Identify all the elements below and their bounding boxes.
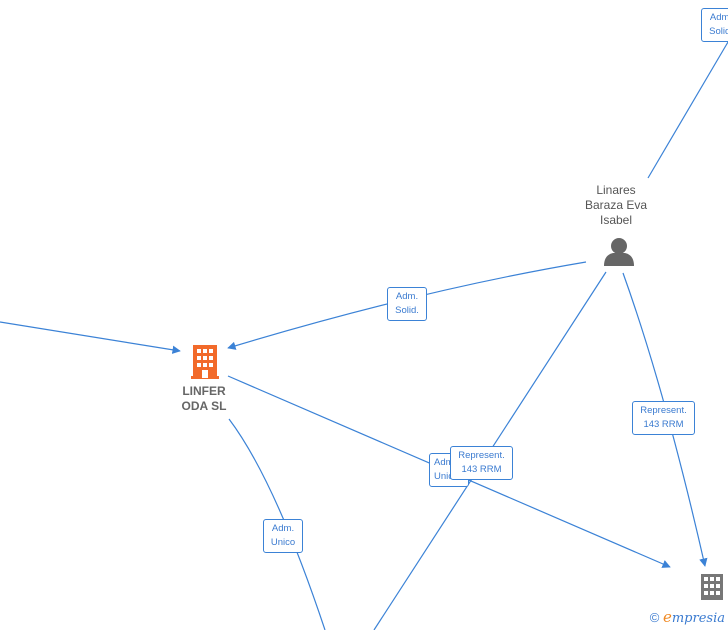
brand-name: mpresia — [671, 611, 725, 626]
brand-e: e — [662, 608, 672, 626]
edge-label-line: Unico — [434, 471, 459, 482]
building-icon[interactable] — [701, 574, 723, 600]
person-icon[interactable] — [604, 238, 634, 266]
edge-left-to-main — [0, 321, 181, 354]
copyright-icon: © — [649, 610, 660, 625]
person-name-line: Isabel — [599, 213, 633, 227]
building-icon[interactable] — [191, 345, 219, 379]
edge-label-person-to-main[interactable]: Adm. Solid. — [387, 287, 427, 321]
person-name-line: Baraza Eva — [584, 198, 648, 212]
company-node-label[interactable]: LINFER ODA SL — [164, 384, 244, 414]
edge-label-line: Solid. — [709, 26, 728, 37]
edge-label-main-bottom[interactable]: Adm. Unico — [263, 519, 303, 553]
edge-label-line: 143 RRM — [643, 419, 684, 430]
person-node-label[interactable]: Linares Baraza Eva Isabel — [571, 183, 661, 228]
edge-label-line: Solid. — [395, 305, 419, 316]
company-name-line: LINFER — [182, 384, 226, 398]
edge-label-line: Adm. — [709, 12, 728, 23]
edge-label-person-to-right[interactable]: Represent. 143 RRM — [632, 401, 695, 435]
edge-main-to-bottom — [228, 418, 326, 630]
person-name-line: Linares — [596, 183, 636, 197]
edge-label-line: Unico — [270, 537, 296, 548]
edge-label-line: Adm. — [434, 457, 457, 468]
company-name-line: ODA SL — [181, 399, 227, 413]
edge-label-main-to-right-b[interactable]: Represent. 143 RRM — [450, 446, 513, 480]
edge-label-line: Represent. — [458, 450, 505, 461]
edge-label-line: 143 RRM — [461, 464, 502, 475]
edge-label-line: Adm. — [395, 291, 419, 302]
edge-label-line: Adm. — [271, 523, 295, 534]
edge-label-top-right[interactable]: Adm. Solid. — [701, 8, 728, 42]
edge-person-to-top-right — [647, 41, 728, 179]
edge-label-line: Represent. — [640, 405, 687, 416]
empresia-logo: © empresia — [650, 608, 725, 626]
